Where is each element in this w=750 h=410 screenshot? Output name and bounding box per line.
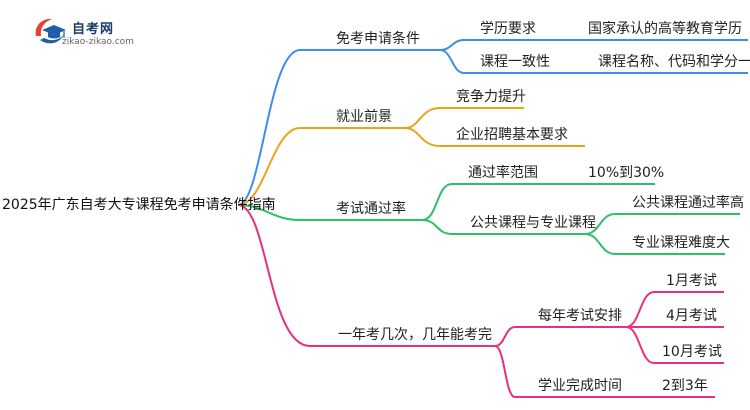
leaf-major-difficult: 专业课程难度大 [632,235,730,251]
topic-employment-outlook: 就业前景 [336,109,392,125]
branch-exemption-conditions-connectors [237,39,748,206]
leaf-january-exam: 1月考试 [666,273,717,289]
branch-exam-schedule-connectors [237,204,724,398]
site-logo[interactable]: 自考网 zikao-zikao.com [32,16,172,50]
topic-pass-rate-range: 通过率范围 [468,165,538,181]
logo-title: 自考网 [72,22,115,37]
root-topic: 2025年广东自考大专课程免考申请条件指南 [2,197,276,213]
topic-public-vs-major: 公共课程与专业课程 [470,215,596,231]
topic-yearly-schedule: 每年考试安排 [538,308,622,324]
logo-url: zikao-zikao.com [62,37,134,47]
leaf-recognized-education: 国家承认的高等教育学历 [588,21,742,37]
topic-hiring-requirements: 企业招聘基本要求 [456,127,568,143]
leaf-pass-rate-value: 10%到30% [588,165,665,181]
topic-education-requirement: 学历要求 [480,21,536,37]
leaf-course-match: 课程名称、代码和学分一致 [598,54,750,70]
branch-employment-connectors [237,107,585,206]
topic-exam-frequency: 一年考几次，几年能考完 [338,327,492,343]
graduation-cap-icon [35,18,66,44]
leaf-october-exam: 10月考试 [662,344,722,360]
topic-pass-rate: 考试通过率 [336,201,406,217]
leaf-april-exam: 4月考试 [666,308,717,324]
leaf-two-to-three-years: 2到3年 [662,378,708,394]
topic-competitiveness: 竞争力提升 [456,89,526,105]
topic-course-consistency: 课程一致性 [480,54,550,70]
branch-pass-rate-connectors [237,183,740,255]
topic-completion-time: 学业完成时间 [538,378,622,394]
leaf-public-high-pass: 公共课程通过率高 [632,195,744,211]
topic-exemption-conditions: 免考申请条件 [336,31,420,47]
